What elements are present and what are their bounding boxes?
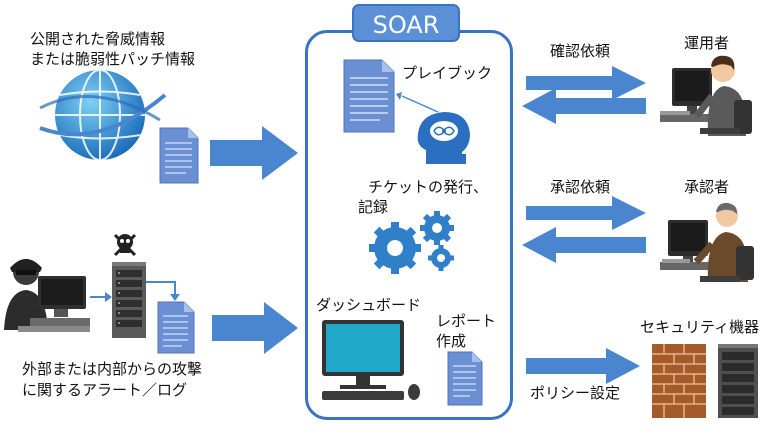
threat-info-label-line1: 公開された脅威情報 [30, 30, 166, 48]
confirm-request-arrow [526, 66, 646, 100]
report-document-icon [447, 351, 483, 406]
confirm-request-label: 確認依頼 [550, 42, 611, 60]
soar-title: SOAR [352, 4, 460, 42]
policy-setting-label: ポリシー設定 [530, 384, 621, 402]
ai-brain-head-icon [417, 112, 470, 164]
attacker-icon [4, 259, 90, 332]
threat-info-document-icon [159, 127, 199, 184]
input-arrow-alerts [212, 302, 298, 354]
globe-icon [39, 69, 167, 161]
dashboard-monitor-icon [322, 320, 420, 400]
approval-request-label: 承認依頼 [550, 178, 611, 196]
dashboard-label: ダッシュボード [316, 296, 422, 314]
attack-arrow [90, 292, 112, 302]
firewall-icon [652, 344, 706, 418]
report-label-line1: レポート [436, 312, 497, 330]
approver-icon [660, 202, 754, 282]
gears-icon [369, 211, 454, 274]
policy-setting-arrow [526, 348, 640, 384]
playbook-label: プレイブック [402, 64, 493, 82]
ticket-label-line2: 記録 [358, 198, 389, 216]
playbook-link-arrow [396, 92, 439, 113]
threat-info-label-line2: または脆弱性パッチ情報 [30, 50, 196, 68]
alert-log-document-icon [157, 301, 195, 354]
playbook-document-icon [343, 59, 395, 133]
ticket-label-line1: チケットの発行、 [368, 178, 489, 196]
server-icon [112, 262, 146, 338]
approval-response-arrow [522, 227, 646, 263]
approver-label: 承認者 [684, 178, 730, 196]
log-arrow [146, 281, 180, 301]
operator-icon [660, 55, 752, 136]
confirm-response-arrow [522, 88, 646, 124]
alerts-label-line1: 外部または内部からの攻撃 [22, 360, 203, 378]
soar-container [305, 30, 513, 420]
approval-request-arrow [526, 196, 646, 230]
operator-label: 運用者 [684, 34, 730, 52]
alerts-label-line2: に関するアラート／ログ [22, 381, 188, 399]
input-arrow-threat-info [210, 126, 298, 180]
security-server-icon [718, 344, 758, 418]
report-label-line2: 作成 [436, 332, 467, 350]
security-devices-label: セキュリティ機器 [640, 318, 760, 336]
skull-icon [113, 233, 137, 257]
